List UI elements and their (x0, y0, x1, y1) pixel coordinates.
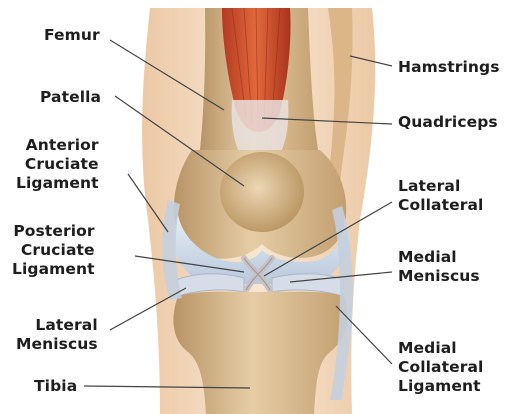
label-femur-text: Femur (44, 26, 100, 45)
label-medial-meniscus: Medial Meniscus (398, 248, 480, 286)
label-medial-collateral-ligament: Medial Collateral Ligament (398, 339, 483, 396)
label-posterior-cruciate-ligament: Posterior Cruciate Ligament (12, 222, 95, 279)
label-lateral-meniscus: Lateral Meniscus (16, 316, 98, 354)
label-lateral-collateral: Lateral Collateral (398, 177, 483, 215)
label-hamstrings: Hamstrings (398, 58, 500, 77)
label-tibia-text: Tibia (34, 377, 77, 396)
label-acl-line-1: Anterior (16, 136, 99, 155)
label-patella: Patella (40, 88, 101, 107)
label-mcl-line-1: Medial (398, 339, 483, 358)
label-lateral-meniscus-line-2: Meniscus (16, 335, 98, 354)
label-mcl-line-2: Collateral (398, 358, 483, 377)
label-lateral-collateral-line-1: Lateral (398, 177, 483, 196)
label-tibia: Tibia (34, 377, 77, 396)
label-pcl-line-3: Ligament (12, 260, 95, 279)
label-hamstrings-text: Hamstrings (398, 58, 500, 77)
label-patella-text: Patella (40, 88, 101, 107)
label-pcl-line-2: Cruciate (12, 241, 95, 260)
label-quadriceps-text: Quadriceps (398, 113, 498, 132)
patella-bone (220, 152, 304, 232)
label-lateral-meniscus-line-1: Lateral (16, 316, 98, 335)
label-acl-line-3: Ligament (16, 174, 99, 193)
label-lateral-collateral-line-2: Collateral (398, 196, 483, 215)
label-anterior-cruciate-ligament: Anterior Cruciate Ligament (16, 136, 99, 193)
label-pcl-line-1: Posterior (12, 222, 95, 241)
label-quadriceps: Quadriceps (398, 113, 498, 132)
label-mcl-line-3: Ligament (398, 377, 483, 396)
label-medial-meniscus-line-2: Meniscus (398, 267, 480, 286)
label-medial-meniscus-line-1: Medial (398, 248, 480, 267)
label-acl-line-2: Cruciate (16, 155, 99, 174)
label-femur: Femur (44, 26, 100, 45)
